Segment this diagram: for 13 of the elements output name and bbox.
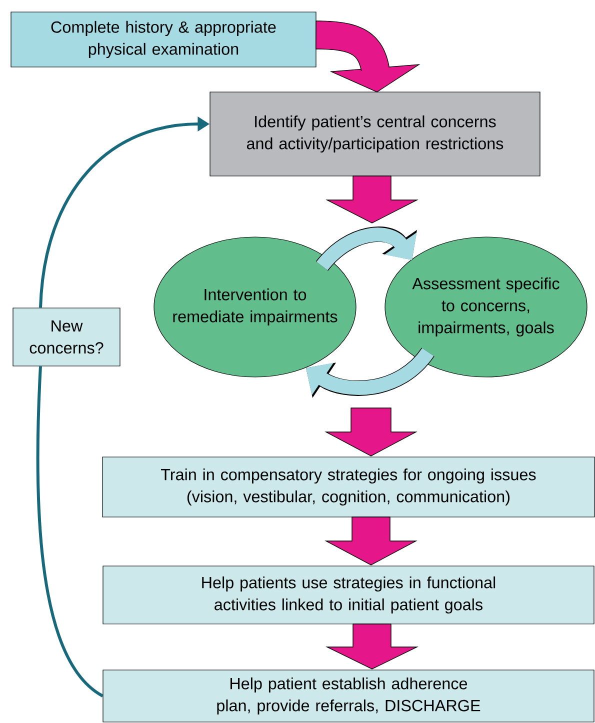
block-arrow	[316, 20, 420, 92]
block-arrow	[324, 516, 418, 566]
process-box: Train in compensatory strategies for ongoing issues (vision, vestibular, cognition, communication)	[102, 456, 595, 518]
block-arrow	[324, 408, 418, 456]
connector-line	[36, 366, 104, 698]
process-box: Complete history & appropriate physical examination	[10, 12, 316, 68]
process-box: Help patient establish adherence plan, provide referrals, DISCHARGE	[102, 670, 594, 722]
block-arrow	[325, 624, 419, 670]
process-box: Help patients use strategies in functional activities linked to initial patient goals	[102, 566, 594, 624]
block-arrow	[326, 176, 418, 224]
curved-arrow	[316, 226, 417, 272]
question-box: New concerns?	[12, 308, 120, 366]
process-box: Identify patient’s central concerns and activity/participation restrictions	[210, 92, 540, 176]
